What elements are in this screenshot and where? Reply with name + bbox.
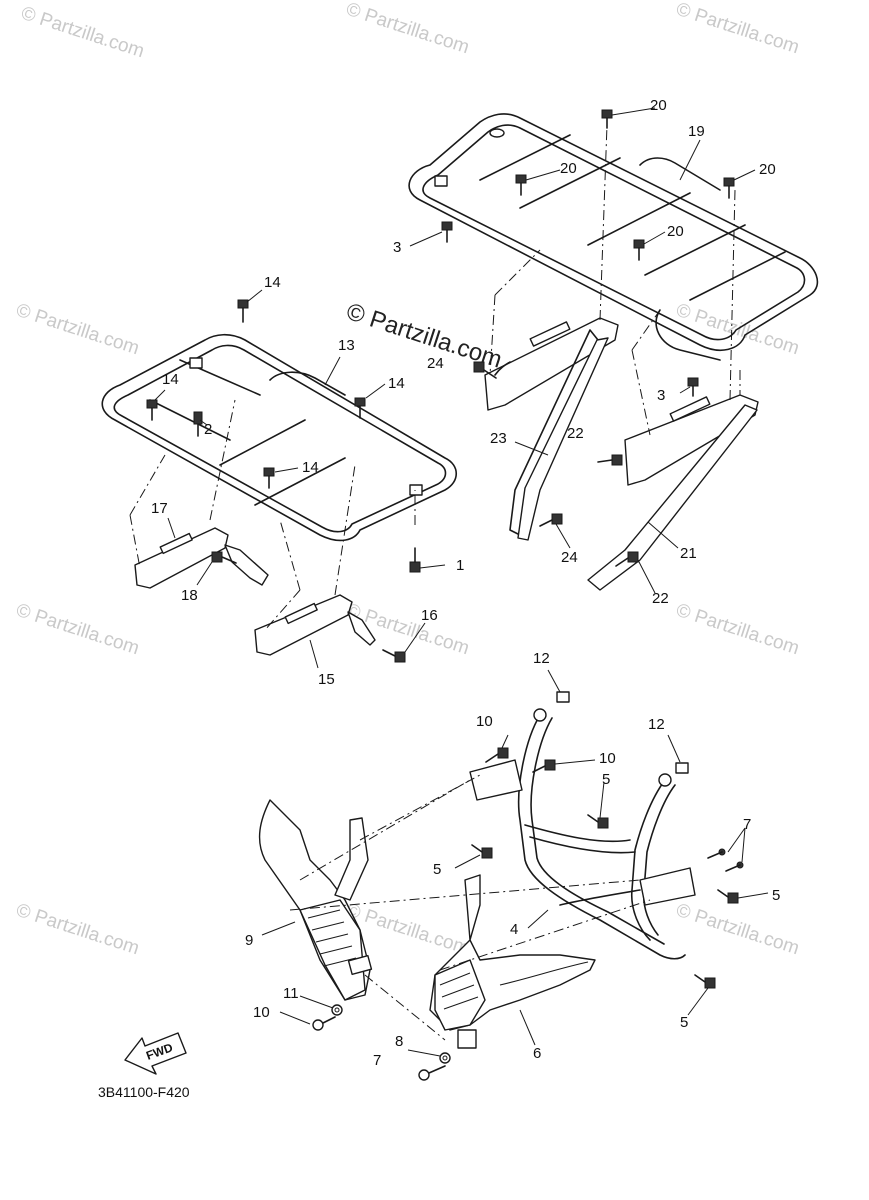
bolt-2 [193,411,203,437]
fasteners [146,109,744,1081]
bolt-22 [597,454,623,466]
bolt-18 [211,551,237,564]
screw-7 [707,848,726,859]
bolt-10 [532,759,556,773]
callout-14: 14 [162,371,179,388]
callout-5: 5 [772,887,780,904]
callout-3: 3 [393,239,401,256]
bolt-5 [471,844,493,859]
callout-10: 10 [253,1004,270,1021]
callout-8: 8 [395,1033,403,1050]
callout-15: 15 [318,671,335,688]
bolt-24 [539,513,563,527]
bolt-22 [615,551,639,567]
callout-10: 10 [476,713,493,730]
screw-7 [418,1065,446,1081]
front-carrier-13 [101,333,458,542]
callout-16: 16 [421,607,438,624]
guard-4 [469,708,696,960]
bolt-5 [717,889,739,904]
bolt-14 [237,299,249,323]
watermark-text: © Partzilla.com [13,900,141,960]
washer-11 [331,1004,343,1016]
callout-22: 22 [567,425,584,442]
callout-6: 6 [533,1045,541,1062]
bolt-20 [601,109,613,129]
bolt-3 [687,377,699,397]
callout-24: 24 [427,355,444,372]
callout-3: 3 [657,387,665,404]
rear-carrier-19 [408,113,819,361]
callout-9: 9 [245,932,253,949]
callout-7: 7 [373,1052,381,1069]
bolt-3 [441,221,453,243]
screw-10 [312,1016,336,1031]
washer-8 [439,1052,451,1064]
watermark-text: © Partzilla.com [18,3,146,63]
callout-20: 20 [650,97,667,114]
callout-1: 1 [456,557,464,574]
callout-2: 2 [204,421,212,438]
bolt-14 [354,397,366,419]
guard-cover-6 [429,874,596,1049]
callout-4: 4 [510,921,518,938]
guard-cover-9 [258,799,373,1001]
callout-14: 14 [302,459,319,476]
callout-22: 22 [652,590,669,607]
callout-21: 21 [680,545,697,562]
callout-19: 19 [688,123,705,140]
front-bracket-17 [134,527,269,589]
bolt-20 [515,174,527,196]
bolt-10 [485,747,509,763]
watermark-text: © Partzilla.com [13,300,141,360]
bolt-5 [694,974,716,989]
callout-13: 13 [338,337,355,354]
callout-14: 14 [264,274,281,291]
rear-bracket-23 [484,317,619,541]
callout-7: 7 [743,816,751,833]
screw-7 [725,861,744,872]
callout-leaders [154,107,769,1057]
front-bracket-15 [254,594,376,656]
callout-20: 20 [560,160,577,177]
bolt-24 [473,361,497,379]
watermark-text: © Partzilla.com [673,600,801,660]
watermark-text: © Partzilla.com [13,600,141,660]
callout-5: 5 [433,861,441,878]
callout-10: 10 [599,750,616,767]
bolt-1 [409,547,421,573]
rear-bracket-21 [587,394,759,591]
callout-5: 5 [602,771,610,788]
callout-20: 20 [667,223,684,240]
bolt-20 [723,177,735,199]
fwd-arrow-icon: FWD [124,1032,187,1075]
bolt-20 [633,239,645,261]
watermark-text: © Partzilla.com [673,0,801,58]
callout-12: 12 [648,716,665,733]
callout-14: 14 [388,375,405,392]
callout-5: 5 [680,1014,688,1031]
bolt-14 [263,467,275,489]
watermark-text: © Partzilla.com [673,900,801,960]
bolt-5 [587,814,609,829]
callout-20: 20 [759,161,776,178]
callout-24: 24 [561,549,578,566]
bolt-14 [146,399,158,421]
callout-23: 23 [490,430,507,447]
callout-11: 11 [283,985,299,1002]
leader-lines [129,124,741,1041]
callout-12: 12 [533,650,550,667]
clip-12 [675,762,689,774]
callout-18: 18 [181,587,198,604]
clip-12 [556,691,570,703]
bolt-16 [382,649,406,663]
diagram-code: 3B41100-F420 [98,1084,190,1100]
watermark-text: © Partzilla.com [343,0,471,58]
callout-labels: 1 2 3 3 4 5 5 5 5 6 7 7 8 9 10 10 10 11 … [151,97,780,1069]
callout-17: 17 [151,500,168,517]
